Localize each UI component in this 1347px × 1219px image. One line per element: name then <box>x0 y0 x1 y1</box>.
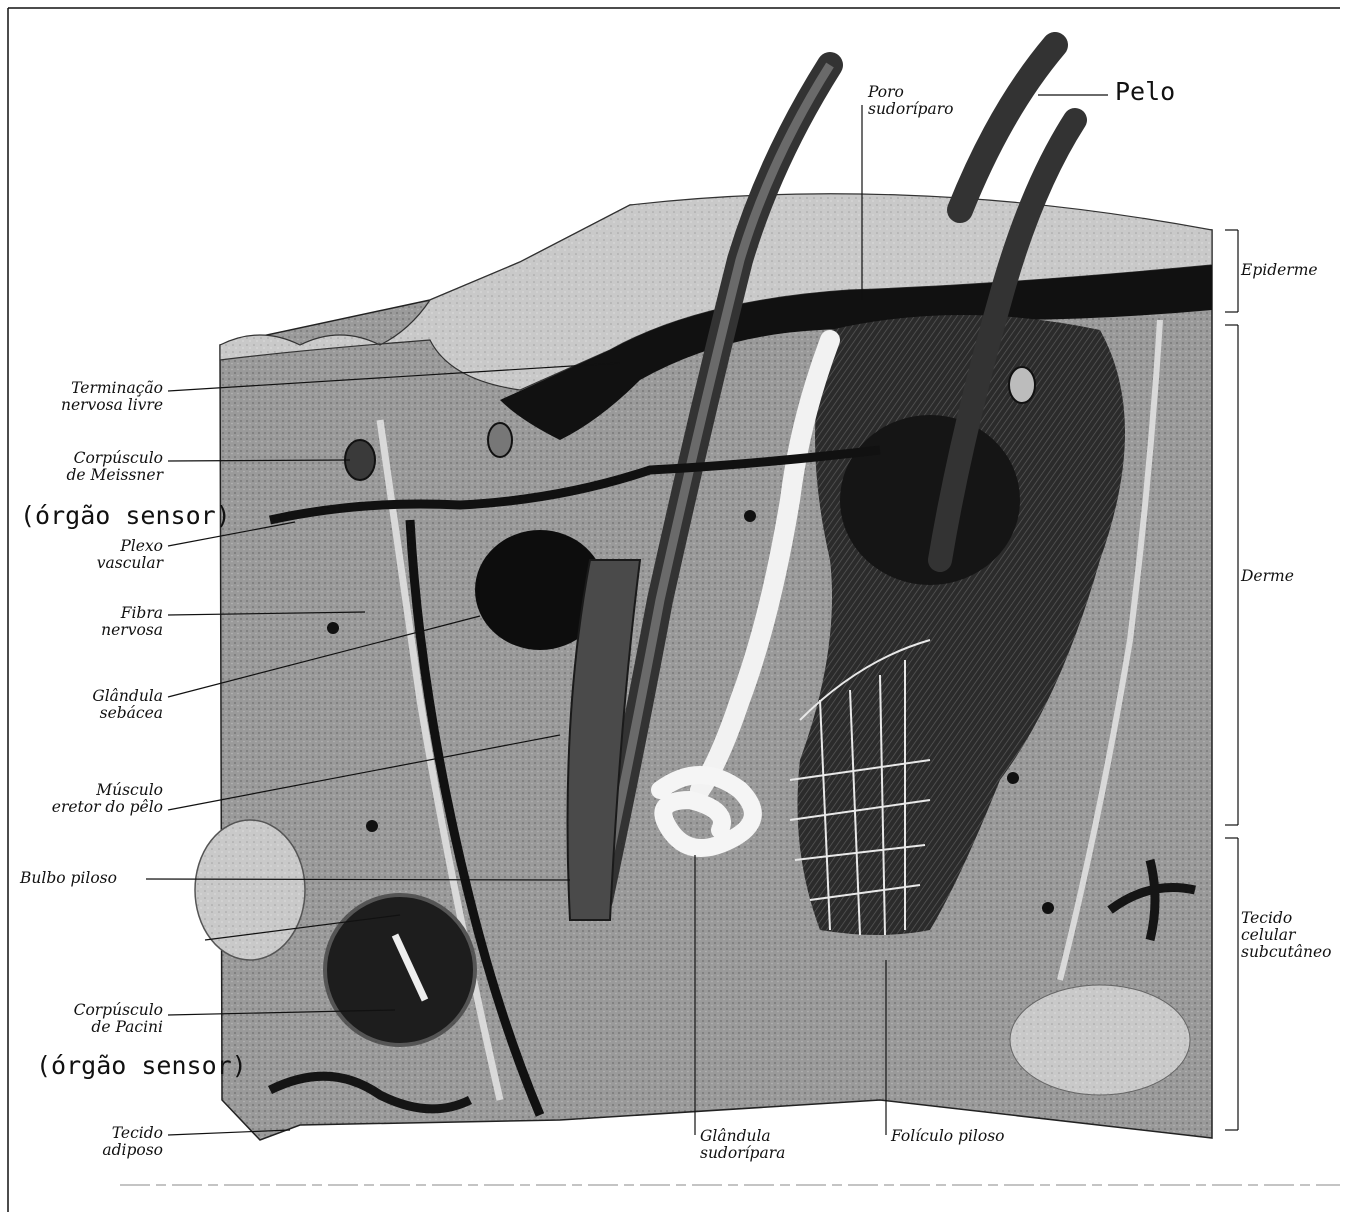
label-bulbo-piloso: Bulbo piloso <box>20 870 117 887</box>
label-glandula-sudoripara: Glândula sudorípara <box>700 1128 785 1162</box>
label-glandula-sebacea: Glândula sebácea <box>0 688 163 722</box>
label-tecido-celular-subcutaneo: Tecido celular subcutâneo <box>1241 910 1345 961</box>
label-corpusculo-pacini: Corpúsculo de Pacini <box>0 1002 163 1036</box>
label-orgao-sensor-1: (órgão sensor) <box>20 502 231 530</box>
label-terminacao-nervosa-livre: Terminação nervosa livre <box>0 380 163 414</box>
label-derme: Derme <box>1241 568 1294 585</box>
label-plexo-vascular: Plexo vascular <box>0 538 163 572</box>
pacini-corpuscle <box>325 895 475 1045</box>
label-corpusculo-meissner: Corpúsculo de Meissner <box>0 450 163 484</box>
label-musculo-eretor: Músculo eretor do pêlo <box>0 782 163 816</box>
meissner-corpuscle-2 <box>488 423 512 457</box>
label-epiderme: Epiderme <box>1241 262 1318 279</box>
fat-lobule-2 <box>1010 985 1190 1095</box>
label-foliculo-piloso: Folículo piloso <box>891 1128 1005 1145</box>
label-orgao-sensor-2: (órgão sensor) <box>36 1052 247 1080</box>
label-fibra-nervosa: Fibra nervosa <box>0 605 163 639</box>
label-poro-sudoriparo: Poro sudoríparo <box>868 84 953 118</box>
meissner-corpuscle-3 <box>1009 367 1035 403</box>
label-tecido-adiposo: Tecido adiposo <box>0 1125 163 1159</box>
label-pelo: Pelo <box>1115 78 1175 106</box>
